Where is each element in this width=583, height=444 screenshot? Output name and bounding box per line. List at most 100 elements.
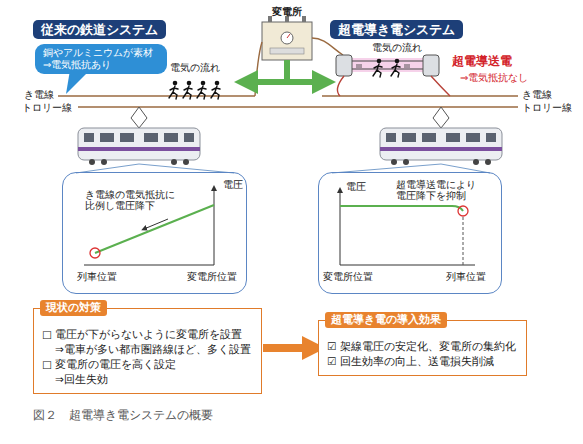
- train-left: [120, 133, 134, 142]
- train-right: [380, 107, 502, 165]
- voltage-graph-right: [340, 190, 475, 265]
- substation-cabinet: [302, 16, 306, 22]
- node-text: □ 電圧が下がらないように変電所を設置: [42, 327, 253, 342]
- train-right: [466, 133, 480, 142]
- superconducting-cable: [350, 61, 425, 62]
- current-runners: [169, 81, 220, 99]
- substation-cabinet: [287, 34, 290, 38]
- superconducting-cable: [336, 55, 352, 76]
- flow-arrow: [263, 344, 309, 352]
- node-text: ⇒回生失効: [42, 372, 253, 387]
- superconducting-cable: [350, 58, 425, 72]
- node-text: 超電導き電システム: [338, 22, 455, 37]
- voltage-graph-left: [90, 248, 100, 258]
- superconducting-cable: [336, 55, 450, 96]
- superconducting-cable: [350, 69, 425, 70]
- feed-arrow: [246, 60, 324, 82]
- train-left: [78, 147, 200, 151]
- train-left: [101, 159, 107, 165]
- train-left: [144, 133, 158, 142]
- superconducting-cable: [373, 59, 382, 77]
- node-text: 列車位置: [446, 271, 486, 282]
- node-text: ☑ 架線電圧の安定化、変電所の集約化: [327, 339, 518, 354]
- train-left: [89, 159, 95, 165]
- node-text: 変電所: [272, 5, 302, 19]
- node-text: 銅やアルミニウムが素材 ⇒電気抵抗あり: [43, 47, 159, 71]
- box-heading: 現状の対策: [40, 300, 107, 316]
- train-left: [171, 159, 177, 165]
- box-heading: 超電導き電の導入効果: [325, 312, 447, 328]
- substation-cabinet: [255, 42, 262, 96]
- substation: 変電所: [262, 22, 312, 60]
- superconducting-cable: [431, 76, 450, 96]
- current-runners: [169, 81, 178, 99]
- train-left: [78, 128, 200, 160]
- current-runners: [183, 81, 192, 99]
- train-left: [131, 107, 147, 128]
- flow-label: 電気の流れ: [372, 42, 422, 54]
- figure-caption: 図２ 超電導き電システムの概要: [33, 408, 213, 423]
- system-header: 超電導き電システム: [330, 20, 463, 39]
- current-runners: [211, 81, 220, 99]
- node-text: 電圧: [346, 181, 366, 192]
- node-text: 列車位置: [77, 271, 117, 282]
- current-runners: [197, 81, 206, 99]
- voltage-graph-right: [340, 190, 341, 265]
- node-text: 電圧: [223, 179, 243, 190]
- measures-box: 現状の対策□ 電圧が下がらないように変電所を設置⇒電車が多い都市圏路線ほど、多く…: [33, 308, 262, 394]
- wire-label: トロリー線: [522, 102, 572, 114]
- system-header: 従来の鉄道システム: [33, 20, 166, 39]
- train-right: [433, 107, 449, 128]
- callout-bubble: 銅やアルミニウムが素材 ⇒電気抵抗あり: [35, 44, 167, 74]
- voltage-graph-box: 電圧き電線の電気抵抗に 比例し電圧降下列車位置 変電所位置: [62, 172, 247, 294]
- train-left: [84, 133, 94, 142]
- node-text: き電線の電気抵抗に 比例し電圧降下: [85, 189, 178, 211]
- train-right: [391, 159, 397, 165]
- voltage-graph-right: [340, 206, 463, 211]
- effects-box: 超電導き電の導入効果☑ 架線電圧の安定化、変電所の集約化☑ 回生効率の向上、送電…: [318, 320, 527, 376]
- substation-cabinet: [268, 16, 272, 22]
- train-left: [183, 159, 189, 165]
- voltage-graph-left: [214, 188, 215, 265]
- node-text: 変電所位置: [323, 271, 373, 282]
- node-text: ☑ 回生効率の向上、送電損失削減: [327, 354, 518, 369]
- superconducting-cable: [337, 76, 344, 96]
- train-right: [380, 128, 502, 160]
- feeder-wire: [322, 95, 518, 97]
- train-right: [402, 133, 416, 142]
- wire-label: き電線: [24, 89, 54, 101]
- flow-label: 電気の流れ: [170, 62, 220, 74]
- node-text: 超電導送電により 電圧降下を抑制: [396, 179, 480, 201]
- voltage-graph-left: [84, 188, 214, 265]
- substation-cabinet: [262, 22, 312, 60]
- trolley-wire: [78, 107, 518, 108]
- voltage-graph-left: [84, 265, 214, 266]
- node-text: 変電所位置: [187, 271, 237, 282]
- feeder-wire: [58, 95, 255, 97]
- train-right: [473, 159, 479, 165]
- substation-cabinet: [281, 32, 293, 44]
- superconducting-cable: [423, 55, 439, 76]
- train-right: [485, 159, 491, 165]
- train-left: [164, 133, 178, 142]
- voltage-graph-right: [340, 265, 475, 266]
- sc-label: ⇒電気抵抗なし: [460, 72, 528, 84]
- voltage-graph-right: [463, 217, 464, 265]
- substation-cabinet: [270, 48, 304, 54]
- feed-arrow: [284, 60, 290, 82]
- voltage-graph-left: [95, 205, 214, 253]
- voltage-graph-box: 電圧 超電導送電により 電圧降下を抑制変電所位置 列車位置: [318, 172, 502, 294]
- train-right: [422, 133, 436, 142]
- trolley-wire: [78, 106, 518, 108]
- superconducting-cable: [356, 65, 410, 67]
- voltage-graph-left: [144, 219, 168, 229]
- sc-label: 超電導送電: [452, 55, 512, 67]
- feed-arrow: [246, 79, 324, 85]
- train-right: [486, 133, 496, 142]
- node-text: ⇒電車が多い都市圏路線ほど、多く設置: [42, 342, 253, 357]
- voltage-graph-right: [458, 206, 468, 216]
- train-left: [100, 133, 114, 142]
- train-right: [380, 147, 502, 151]
- substation-cabinet: [312, 38, 343, 55]
- train-right: [386, 133, 396, 142]
